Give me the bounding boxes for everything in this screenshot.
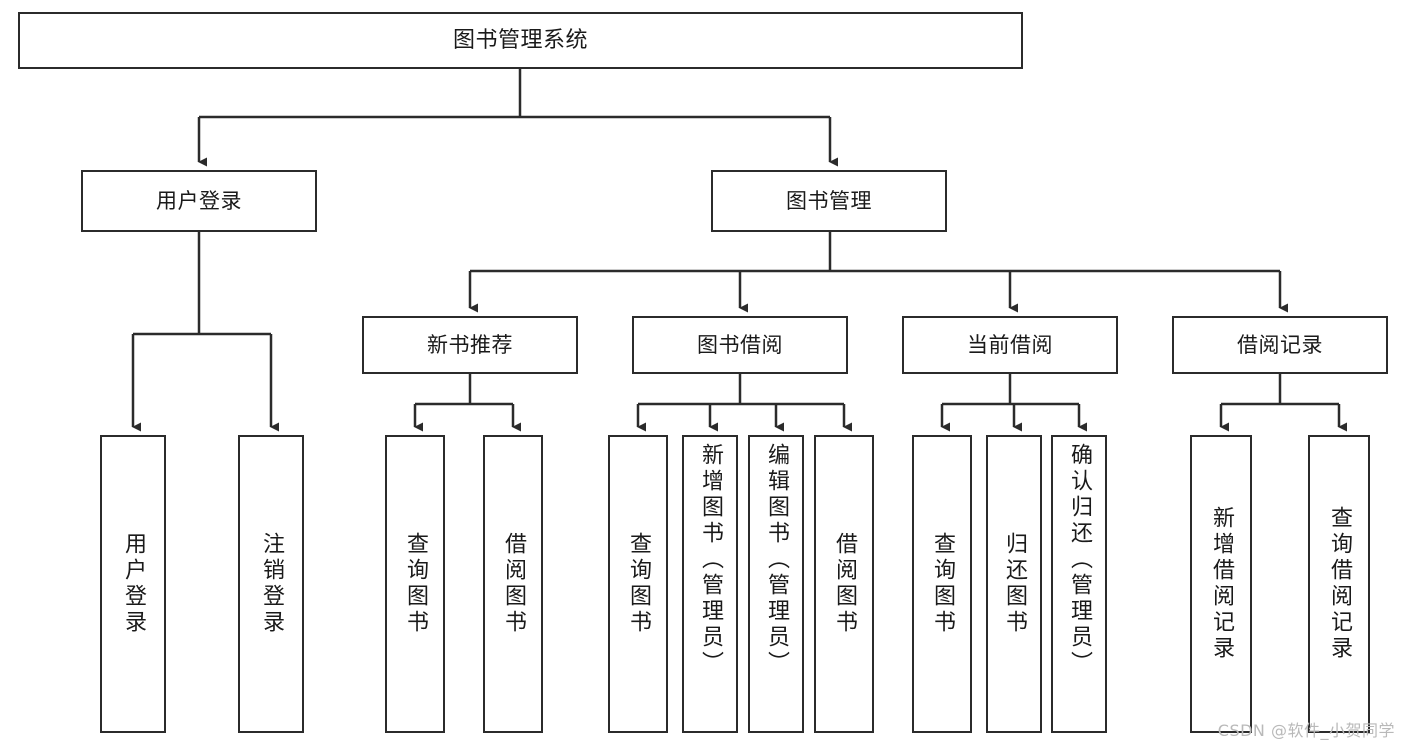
node-book-borrow[interactable]: 图书借阅 [632,316,848,374]
node-leaf-query-borrow-record-label: 查询借阅记录 [1327,506,1352,662]
node-leaf-user-logout-label: 注销登录 [259,532,284,636]
node-leaf-edit-book-admin[interactable]: 编辑图书（管理员） [748,435,804,733]
node-leaf-query-book-1-label: 查询图书 [403,532,428,636]
node-leaf-user-login[interactable]: 用户登录 [100,435,166,733]
connector-group-root [197,69,838,167]
node-leaf-borrow-book-1-label: 借阅图书 [501,532,526,636]
node-leaf-borrow-book-2-label: 借阅图书 [832,532,857,636]
node-borrow-record-label: 借阅记录 [1237,332,1323,357]
node-book-management[interactable]: 图书管理 [711,170,947,232]
node-current-borrow-label: 当前借阅 [967,332,1053,357]
node-new-book-recommend-label: 新书推荐 [427,332,513,357]
node-root[interactable]: 图书管理系统 [18,12,1023,69]
node-leaf-query-book-1[interactable]: 查询图书 [385,435,445,733]
node-new-book-recommend[interactable]: 新书推荐 [362,316,578,374]
node-leaf-add-book-admin-label: 新增图书（管理员） [698,443,723,677]
connector-group-book-borrow [636,374,852,432]
node-borrow-record[interactable]: 借阅记录 [1172,316,1388,374]
node-root-label: 图书管理系统 [452,27,588,53]
node-book-management-label: 图书管理 [786,188,872,213]
node-leaf-confirm-return-admin[interactable]: 确认归还（管理员） [1051,435,1107,733]
node-leaf-query-book-2-label: 查询图书 [626,532,651,636]
connector-group-current-borrow [940,374,1087,432]
node-leaf-query-book-2[interactable]: 查询图书 [608,435,668,733]
node-leaf-return-book-label: 归还图书 [1002,532,1027,636]
node-leaf-query-book-3[interactable]: 查询图书 [912,435,972,733]
node-leaf-add-borrow-record-label: 新增借阅记录 [1209,506,1234,662]
node-leaf-confirm-return-admin-label: 确认归还（管理员） [1067,443,1092,677]
watermark-text: CSDN @软件_小贺同学 [1217,721,1395,740]
connector-group-borrow-record [1219,374,1347,432]
node-leaf-add-borrow-record[interactable]: 新增借阅记录 [1190,435,1252,733]
node-leaf-borrow-book-1[interactable]: 借阅图书 [483,435,543,733]
node-leaf-edit-book-admin-label: 编辑图书（管理员） [764,443,789,677]
node-current-borrow[interactable]: 当前借阅 [902,316,1118,374]
node-book-borrow-label: 图书借阅 [697,332,783,357]
node-leaf-return-book[interactable]: 归还图书 [986,435,1042,733]
connector-group-new-book-recommend [413,374,521,432]
connector-group-user-login [131,232,279,432]
connector-group-book-management [468,232,1288,313]
node-leaf-query-book-3-label: 查询图书 [930,532,955,636]
node-leaf-add-book-admin[interactable]: 新增图书（管理员） [682,435,738,733]
node-leaf-borrow-book-2[interactable]: 借阅图书 [814,435,874,733]
node-leaf-query-borrow-record[interactable]: 查询借阅记录 [1308,435,1370,733]
node-leaf-user-logout[interactable]: 注销登录 [238,435,304,733]
node-user-login-label: 用户登录 [156,188,242,213]
node-user-login[interactable]: 用户登录 [81,170,317,232]
node-leaf-user-login-label: 用户登录 [121,532,146,636]
